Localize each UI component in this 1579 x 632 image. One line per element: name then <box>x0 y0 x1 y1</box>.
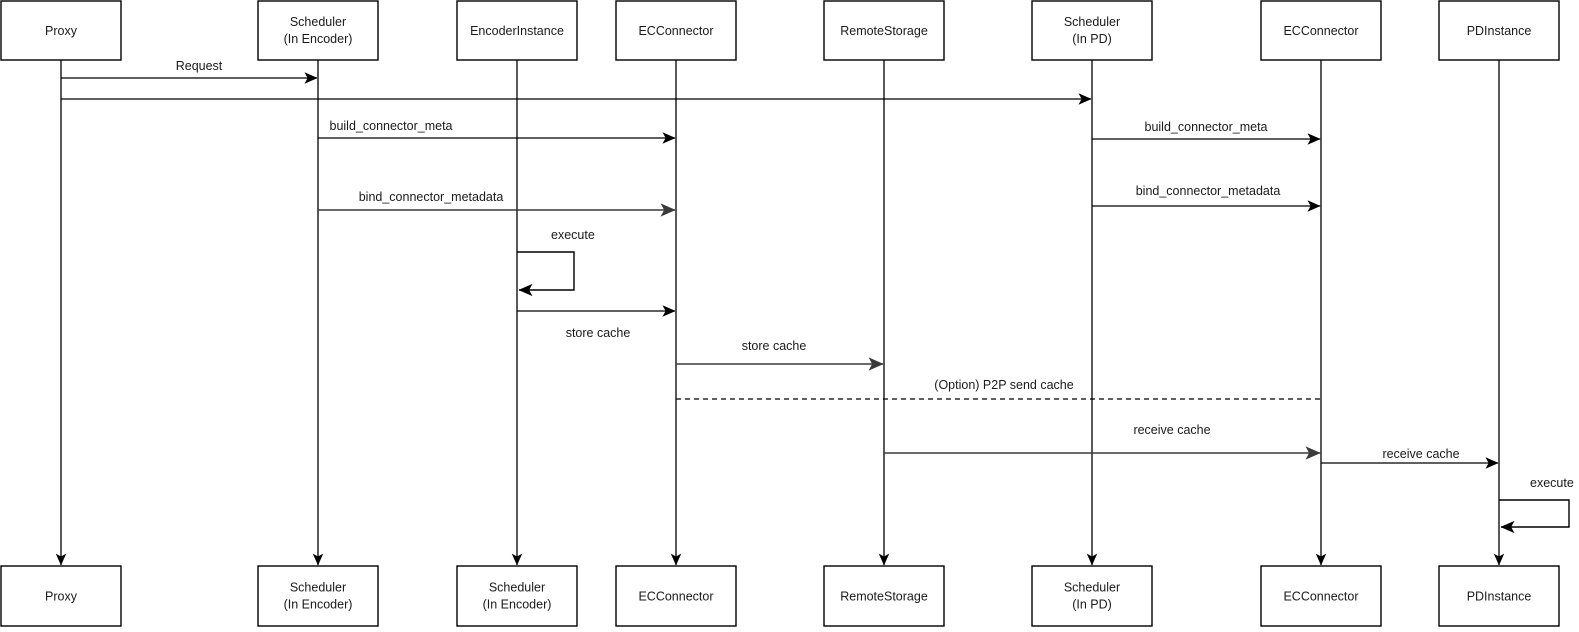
participant-label: PDInstance <box>1467 24 1532 38</box>
message-label: receive cache <box>1382 447 1459 461</box>
self-message-s2[interactable]: execute <box>1499 476 1574 534</box>
participant-label: Proxy <box>45 589 78 603</box>
message-label: bind_connector_metadata <box>359 190 504 204</box>
message-m5[interactable]: bind_connector_metadata <box>318 190 676 217</box>
message-label: receive cache <box>1133 423 1210 437</box>
participant-label-line2: (In Encoder) <box>284 597 353 611</box>
message-m1[interactable]: Request <box>61 59 318 84</box>
participant-box-bottom-ec_connector_left[interactable]: ECConnector <box>615 565 737 627</box>
participant-label: ECConnector <box>1283 24 1358 38</box>
participant-box-top-ec_connector_right[interactable]: ECConnector <box>1260 0 1382 61</box>
message-label: Request <box>176 59 223 73</box>
self-messages-layer: execute execute <box>517 228 1574 534</box>
participant-box-bottom-scheduler_encoder[interactable]: Scheduler (In Encoder) <box>257 565 379 627</box>
message-label: (Option) P2P send cache <box>934 378 1073 392</box>
message-m9[interactable]: (Option) P2P send cache <box>676 378 1321 400</box>
top-participant-boxes: Proxy Scheduler (In Encoder) EncoderInstanc… <box>0 0 1560 61</box>
participant-box-bottom-ec_connector_right[interactable]: ECConnector <box>1260 565 1382 627</box>
participant-label: ECConnector <box>638 24 713 38</box>
message-m7[interactable]: store cache <box>517 305 676 340</box>
participant-label: Proxy <box>45 24 78 38</box>
message-m10[interactable]: receive cache <box>884 423 1321 460</box>
bottom-participant-boxes: Proxy Scheduler (In Encoder) Scheduler (In E… <box>0 565 1560 627</box>
participant-box-top-remote_storage[interactable]: RemoteStorage <box>823 0 945 61</box>
self-message-s1[interactable]: execute <box>517 228 595 297</box>
participant-label: PDInstance <box>1467 589 1532 603</box>
message-m11[interactable]: receive cache <box>1321 447 1499 469</box>
participant-label-line2: (In PD) <box>1072 32 1112 46</box>
self-message-loop <box>517 251 575 297</box>
participant-label: RemoteStorage <box>840 589 928 603</box>
participant-label-line1: Scheduler <box>489 580 545 594</box>
participant-box-top-scheduler_encoder[interactable]: Scheduler (In Encoder) <box>257 0 379 61</box>
participant-box-top-scheduler_pd[interactable]: Scheduler (In PD) <box>1031 0 1153 61</box>
participant-label-line2: (In Encoder) <box>284 32 353 46</box>
message-label: store cache <box>566 326 631 340</box>
participant-box-top-proxy[interactable]: Proxy <box>0 0 122 61</box>
participant-label-line2: (In Encoder) <box>483 597 552 611</box>
message-m3[interactable]: build_connector_meta <box>318 119 676 144</box>
participant-box-bottom-scheduler_pd[interactable]: Scheduler (In PD) <box>1031 565 1153 627</box>
participant-box-top-ec_connector_left[interactable]: ECConnector <box>615 0 737 61</box>
participant-label-line1: Scheduler <box>290 580 346 594</box>
lifelines-layer <box>55 60 1505 566</box>
participant-box-bottom-pd_instance[interactable]: PDInstance <box>1438 565 1560 627</box>
message-label: bind_connector_metadata <box>1136 184 1281 198</box>
message-label: store cache <box>742 339 807 353</box>
message-m4[interactable]: build_connector_meta <box>1092 120 1321 145</box>
message-m6[interactable]: bind_connector_metadata <box>1092 184 1321 212</box>
participant-box-top-encoder_instance[interactable]: EncoderInstance <box>456 0 578 61</box>
participant-label: EncoderInstance <box>470 24 564 38</box>
self-message-label: execute <box>1530 476 1574 490</box>
participant-label-line1: Scheduler <box>1064 15 1120 29</box>
participant-box-top-pd_instance[interactable]: PDInstance <box>1438 0 1560 61</box>
message-label: build_connector_meta <box>1145 120 1268 134</box>
message-m8[interactable]: store cache <box>676 339 884 371</box>
participant-label: RemoteStorage <box>840 24 928 38</box>
participant-box-bottom-proxy[interactable]: Proxy <box>0 565 122 627</box>
participant-label-line1: Scheduler <box>1064 580 1120 594</box>
self-message-loop <box>1499 499 1570 534</box>
participant-box-bottom-encoder_instance[interactable]: Scheduler (In Encoder) <box>456 565 578 627</box>
participant-box-bottom-remote_storage[interactable]: RemoteStorage <box>823 565 945 627</box>
message-label: build_connector_meta <box>330 119 453 133</box>
participant-label-line1: Scheduler <box>290 15 346 29</box>
self-message-label: execute <box>551 228 595 242</box>
participant-label-line2: (In PD) <box>1072 597 1112 611</box>
participant-label: ECConnector <box>1283 589 1358 603</box>
messages-layer: Request build_connector_meta build_connect… <box>61 59 1499 469</box>
participant-label: ECConnector <box>638 589 713 603</box>
